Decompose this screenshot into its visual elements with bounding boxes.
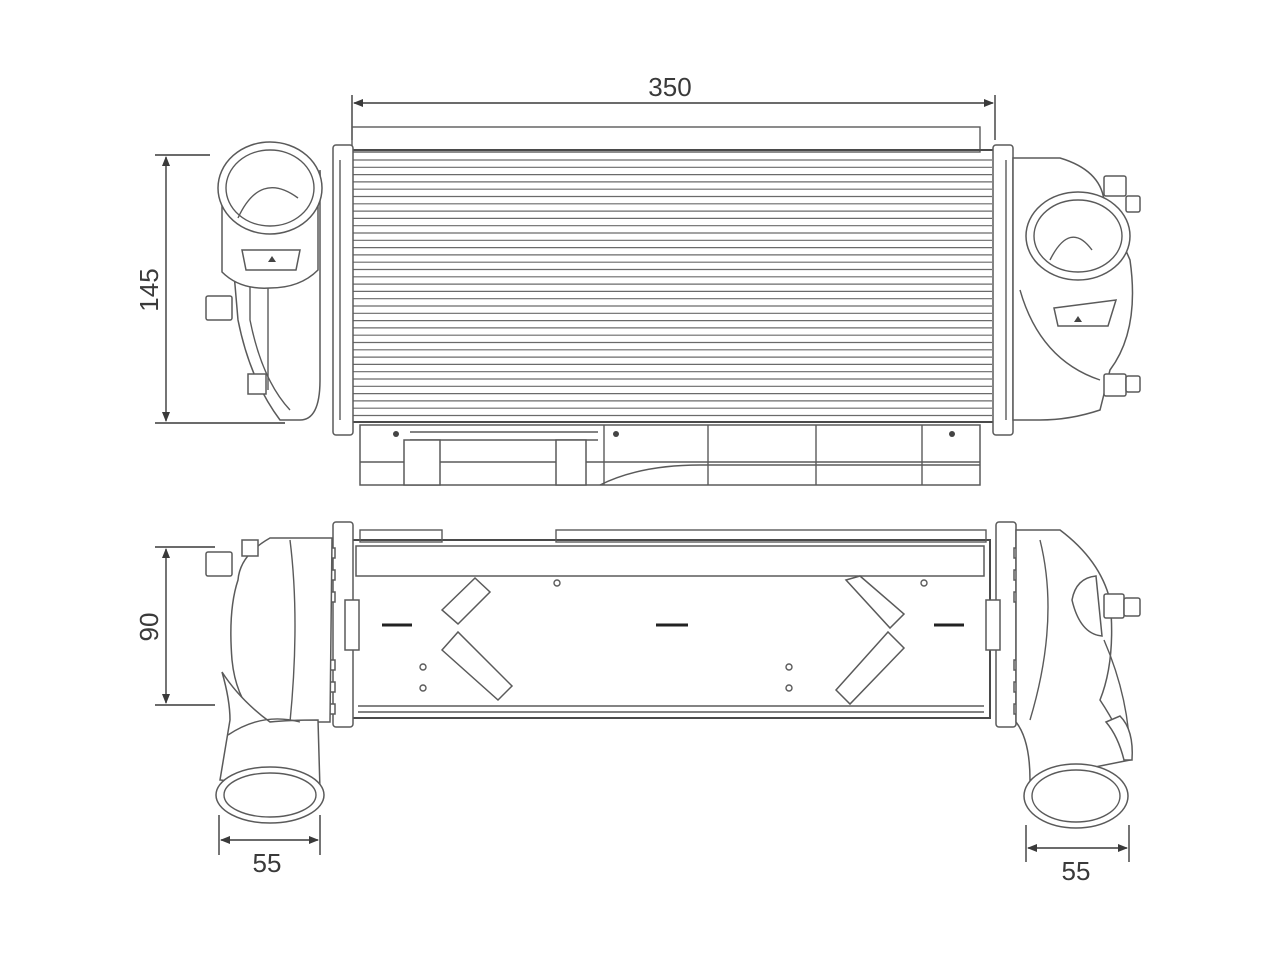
depth-label: 90 <box>134 613 164 642</box>
radiator-core <box>347 149 997 423</box>
right-outlet-flange <box>1023 763 1129 829</box>
inlet-diameter-label: 55 <box>253 848 282 878</box>
depth-dimension: 90 <box>134 546 215 706</box>
outlet-diameter-label: 55 <box>1062 856 1091 886</box>
width-label: 350 <box>648 72 691 102</box>
core-fins <box>352 159 992 417</box>
left-inlet-pipe <box>217 141 323 289</box>
right-outlet-pipe <box>1025 191 1131 327</box>
left-tank-bottom <box>205 537 333 791</box>
inlet-diameter-dimension: 55 <box>218 815 321 878</box>
right-tank-bottom <box>1015 529 1141 781</box>
bottom-bracket <box>359 424 981 486</box>
height-dimension: 145 <box>134 154 285 424</box>
x-braces <box>382 575 964 706</box>
left-inlet-flange <box>215 766 325 824</box>
height-label: 145 <box>134 268 164 311</box>
front-view: 350 145 <box>134 72 1141 486</box>
bottom-view: 90 <box>134 521 1141 886</box>
width-dimension: 350 <box>351 72 996 140</box>
outlet-diameter-dimension: 55 <box>1025 825 1130 886</box>
